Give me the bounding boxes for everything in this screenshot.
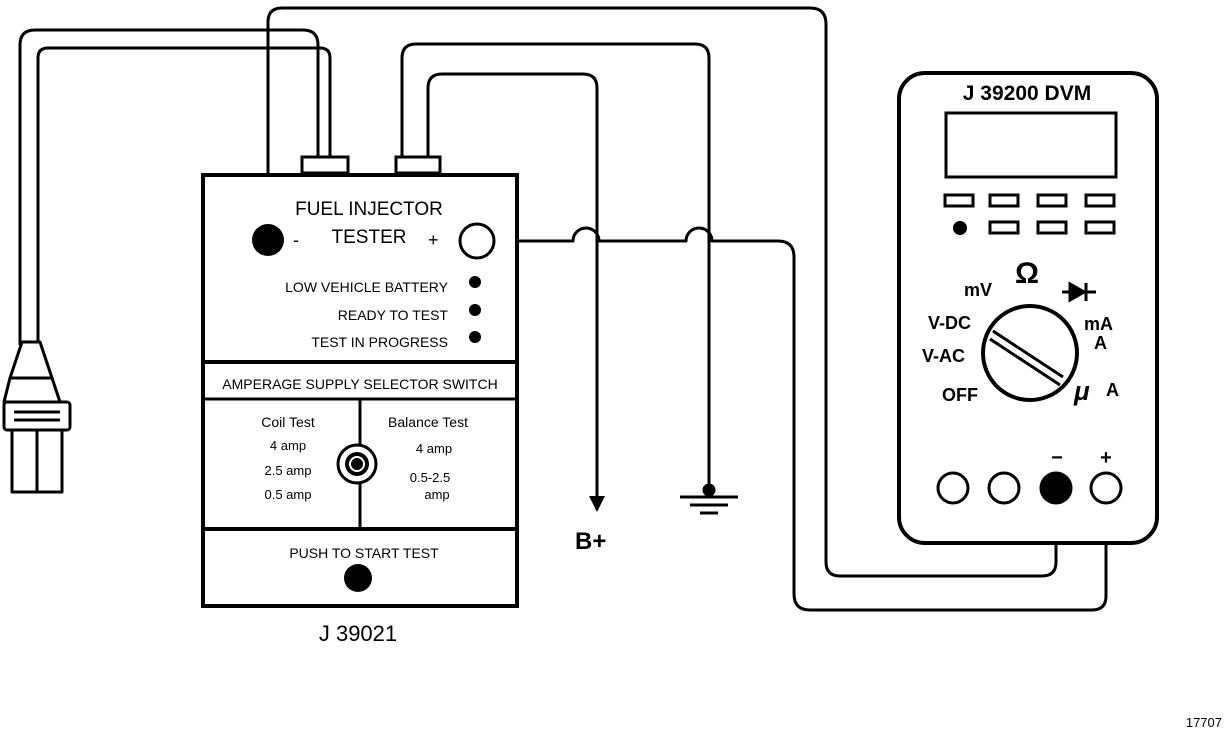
figure-number: 17707 <box>1186 715 1222 730</box>
dvm-model-label: J 39200 DVM <box>963 82 1091 105</box>
dial-label-mv: mV <box>964 280 992 300</box>
push-to-start-label: PUSH TO START TEST <box>289 545 439 561</box>
plus-lead-wire <box>495 226 1108 612</box>
indicator-led-ready <box>469 304 481 316</box>
dvm-jack-1[interactable] <box>936 471 970 505</box>
dial-label-ma: mA <box>1084 314 1113 334</box>
indicator-label-low-battery: LOW VEHICLE BATTERY <box>285 279 449 295</box>
dial-label-vac: V-AC <box>922 346 965 366</box>
dvm-button[interactable] <box>1036 193 1068 208</box>
dial-label-ua-mu: μ <box>1073 376 1090 406</box>
balance-test-title: Balance Test <box>388 414 468 430</box>
b-plus-arrow <box>589 496 605 512</box>
dvm-button[interactable] <box>943 193 975 208</box>
indicator-led-in-progress <box>469 331 481 343</box>
dial-label-off: OFF <box>942 385 978 405</box>
jack-plus-label: + <box>1100 447 1112 469</box>
dvm-jack-plus[interactable] <box>1089 471 1123 505</box>
minus-terminal-label: - <box>293 230 299 250</box>
dvm-power-button[interactable] <box>953 221 967 235</box>
dial-label-ohm: Ω <box>1015 257 1039 290</box>
injector-cable-outer <box>18 28 320 345</box>
amperage-selector-knob[interactable] <box>336 443 378 485</box>
power-cable-outer <box>400 42 711 490</box>
indicator-led-low-battery <box>469 276 481 288</box>
plus-terminal[interactable] <box>458 222 496 260</box>
digital-voltmeter: J 39200 DVM mV Ω V-DC V-AC OFF mA A μ A <box>897 71 1159 545</box>
minus-terminal[interactable] <box>252 224 284 256</box>
injector-plug <box>2 340 72 494</box>
fuel-injector-tester: FUEL INJECTOR TESTER - + LOW VEHICLE BAT… <box>201 173 519 608</box>
balance-test-range: 0.5-2.5 <box>410 470 450 485</box>
dvm-button[interactable] <box>1084 193 1116 208</box>
ground-symbol <box>680 483 738 515</box>
power-cable-inner <box>426 72 599 510</box>
dvm-button[interactable] <box>988 220 1020 235</box>
dvm-button[interactable] <box>988 193 1020 208</box>
cable-sleeve-right <box>394 155 442 175</box>
dvm-button[interactable] <box>1084 220 1116 235</box>
dial-label-ua-a: A <box>1106 380 1119 400</box>
coil-test-title: Coil Test <box>261 414 315 430</box>
dvm-jack-minus[interactable] <box>1039 471 1073 505</box>
jack-minus-label: − <box>1051 447 1063 469</box>
injector-cable-inner <box>36 46 332 345</box>
coil-test-2-5amp: 2.5 amp <box>265 463 312 478</box>
tester-title-line1: FUEL INJECTOR <box>295 199 443 220</box>
dial-label-vdc: V-DC <box>928 313 971 333</box>
dvm-button[interactable] <box>1036 220 1068 235</box>
balance-test-4amp: 4 amp <box>416 441 452 456</box>
indicator-label-in-progress: TEST IN PROGRESS <box>311 334 448 350</box>
balance-test-unit: amp <box>424 487 449 502</box>
selector-switch-header: AMPERAGE SUPPLY SELECTOR SWITCH <box>222 376 497 392</box>
plus-terminal-label: + <box>428 230 439 250</box>
dvm-jack-2[interactable] <box>987 471 1021 505</box>
dvm-rotary-dial[interactable] <box>981 304 1079 402</box>
minus-lead-wire <box>266 6 1058 578</box>
tester-title-line2: TESTER <box>332 227 407 248</box>
coil-test-0-5amp: 0.5 amp <box>265 487 312 502</box>
cable-sleeve-left <box>300 155 350 175</box>
push-to-start-button[interactable] <box>344 564 372 592</box>
b-plus-label: B+ <box>575 528 606 555</box>
indicator-label-ready: READY TO TEST <box>338 307 449 323</box>
tester-model-label: J 39021 <box>319 621 397 646</box>
coil-test-4amp: 4 amp <box>270 438 306 453</box>
dial-label-a: A <box>1094 333 1107 353</box>
dvm-display <box>944 111 1118 179</box>
diode-icon <box>1062 281 1096 303</box>
